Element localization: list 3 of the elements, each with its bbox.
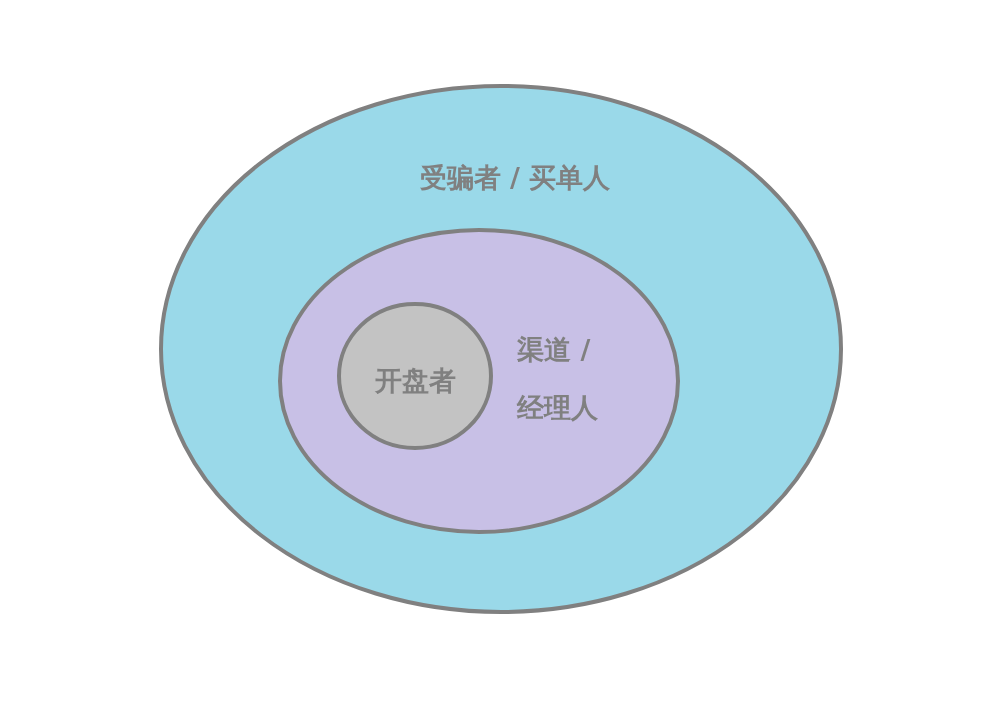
node-label: 受骗者 / 买单人 — [418, 161, 612, 195]
node-label: 开盘者 — [373, 364, 457, 398]
node-label: 渠道 / 经理人 — [517, 332, 599, 425]
